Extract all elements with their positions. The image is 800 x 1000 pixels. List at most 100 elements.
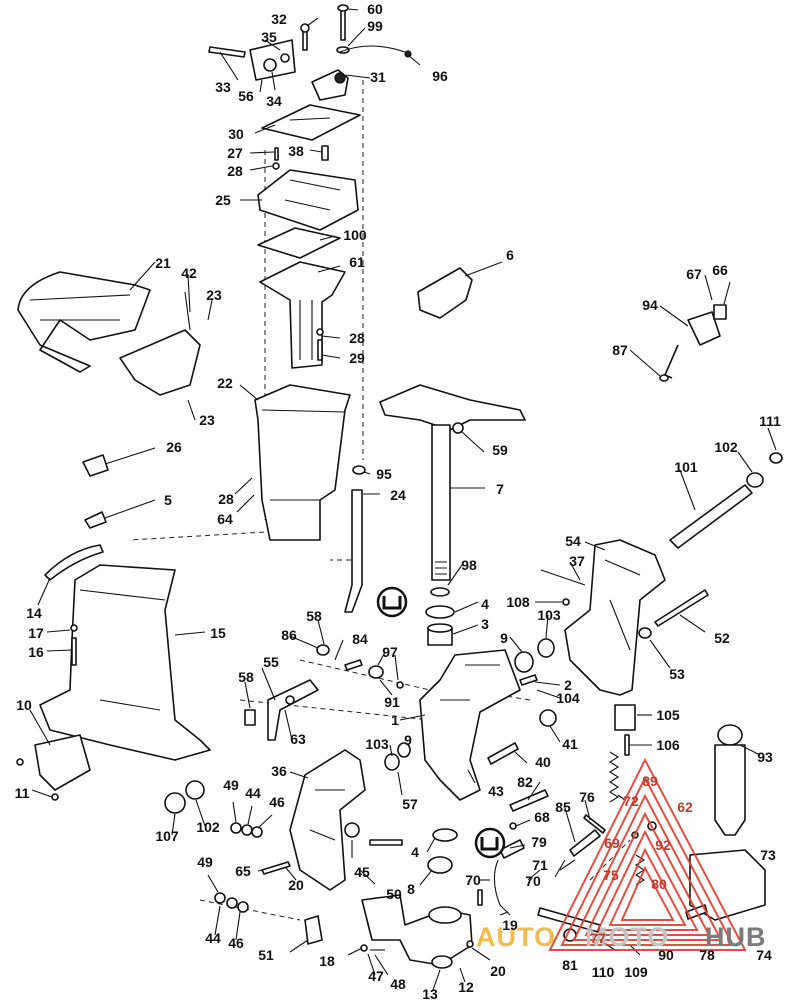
callout-label: 104 (556, 690, 580, 706)
part-74-base (689, 849, 766, 921)
callout-label: 63 (290, 731, 306, 747)
callout-label: 28 (349, 330, 365, 346)
callout-label: 102 (714, 439, 738, 455)
part-50-bolt (344, 822, 403, 846)
callout-label: 45 (354, 864, 370, 880)
callout-label: 67 (686, 266, 702, 282)
callout-label: 12 (458, 979, 474, 995)
upper-bushings (425, 587, 455, 646)
callout-label: 4 (411, 844, 419, 860)
callout-label: 31 (370, 69, 386, 85)
top-bolts-and-cable (300, 4, 412, 58)
callout-label: 84 (352, 631, 368, 647)
part-36-stern-bracket (289, 749, 366, 891)
callout-label: 5 (164, 492, 172, 508)
part-55-bracket (244, 679, 319, 741)
callout-label: 111 (759, 413, 781, 429)
callout-label: 96 (432, 68, 448, 84)
callout-label: 17 (28, 625, 44, 641)
callout-label: 90 (658, 947, 674, 963)
watermark-word-hub: HUB (705, 922, 767, 952)
callout-label: 70 (525, 873, 541, 889)
callout-label: 76 (579, 789, 595, 805)
part-105-block (614, 704, 636, 756)
callout-label: 102 (196, 819, 220, 835)
pivot-plate-assembly (208, 39, 296, 81)
small-pins (272, 145, 329, 170)
callout-label: 77 (590, 930, 606, 946)
callout-label: 42 (181, 265, 197, 281)
part-54-stern-bracket (564, 539, 666, 696)
part-31-housing (311, 69, 349, 101)
callout-label: 71 (532, 857, 548, 873)
callout-label: 78 (699, 947, 715, 963)
callout-label: 2 (564, 677, 572, 693)
callout-label: 3 (481, 616, 489, 632)
callout-label: 38 (288, 143, 304, 159)
small-rods (540, 569, 586, 606)
callout-label: 109 (624, 964, 648, 980)
part-16-stud (70, 624, 78, 666)
callout-label: 95 (376, 466, 392, 482)
callout-label: 37 (569, 553, 585, 569)
callout-label: 36 (271, 763, 287, 779)
part-18-lower-housing (361, 894, 473, 966)
callout-label: 82 (517, 774, 533, 790)
part-6-bracket (417, 267, 473, 319)
callout-label: 46 (269, 794, 285, 810)
callout-label: 89 (642, 773, 658, 789)
watermark-triangle-logo (548, 757, 747, 951)
watermark-word-auto: AUTO (476, 922, 556, 952)
callout-label: 59 (492, 442, 508, 458)
callout-label: 103 (365, 736, 389, 752)
callout-label: 51 (258, 947, 274, 963)
part-21-cowl-left (17, 271, 151, 373)
part-24-hose (344, 465, 366, 613)
callout-label: 75 (603, 867, 619, 883)
callout-label: 108 (506, 594, 530, 610)
small-hardware (316, 644, 404, 689)
callout-label: 15 (210, 625, 226, 641)
callout-label: 32 (271, 11, 287, 27)
callout-label: 22 (217, 375, 233, 391)
callout-label: 80 (651, 876, 667, 892)
callout-label: 20 (288, 877, 304, 893)
part-22-exhaust-housing (254, 384, 351, 541)
callout-label: 85 (555, 799, 571, 815)
parts-85-76 (569, 814, 606, 857)
callout-label: 58 (238, 669, 254, 685)
callout-label: 50 (386, 886, 402, 902)
part-10-cover-plate (34, 734, 91, 791)
callout-label: 41 (562, 736, 578, 752)
callout-label: 24 (390, 487, 406, 503)
callout-label: 64 (217, 511, 233, 527)
callout-labels: 1 2 3 4 4 5 6 7 8 9 9 10 11 12 13 14 15 … (15, 1, 782, 1000)
callout-label: 100 (343, 227, 367, 243)
callout-label: 29 (349, 350, 365, 366)
part-70-rod (477, 859, 511, 916)
part-51-clip (304, 915, 323, 945)
part-1-swivel-bracket (419, 649, 521, 801)
lubricant-marker-upper (376, 586, 408, 618)
callout-label: 69 (604, 835, 620, 851)
callout-label: 70 (465, 872, 481, 888)
callout-label: 72 (623, 793, 639, 809)
callout-label: 33 (215, 79, 231, 95)
watermark-word-moto: MOTO (585, 922, 670, 952)
callout-label: 103 (537, 607, 561, 623)
callout-label: 79 (531, 834, 547, 850)
part-15-driveshaft-housing (39, 564, 211, 761)
part-65-bolt (261, 861, 291, 875)
callout-label: 28 (227, 163, 243, 179)
bushings-107-102 (164, 780, 205, 814)
callout-label: 30 (228, 126, 244, 142)
callout-label: 66 (712, 262, 728, 278)
callout-label: 16 (28, 644, 44, 660)
small-pins-2 (519, 674, 538, 686)
callout-label: 25 (215, 192, 231, 208)
callout-label: 27 (227, 145, 243, 161)
callout-label: 48 (390, 976, 406, 992)
callout-label: 106 (656, 737, 680, 753)
assembly-guide-lines (129, 80, 631, 921)
part-61-exhaust-tube (259, 261, 346, 369)
